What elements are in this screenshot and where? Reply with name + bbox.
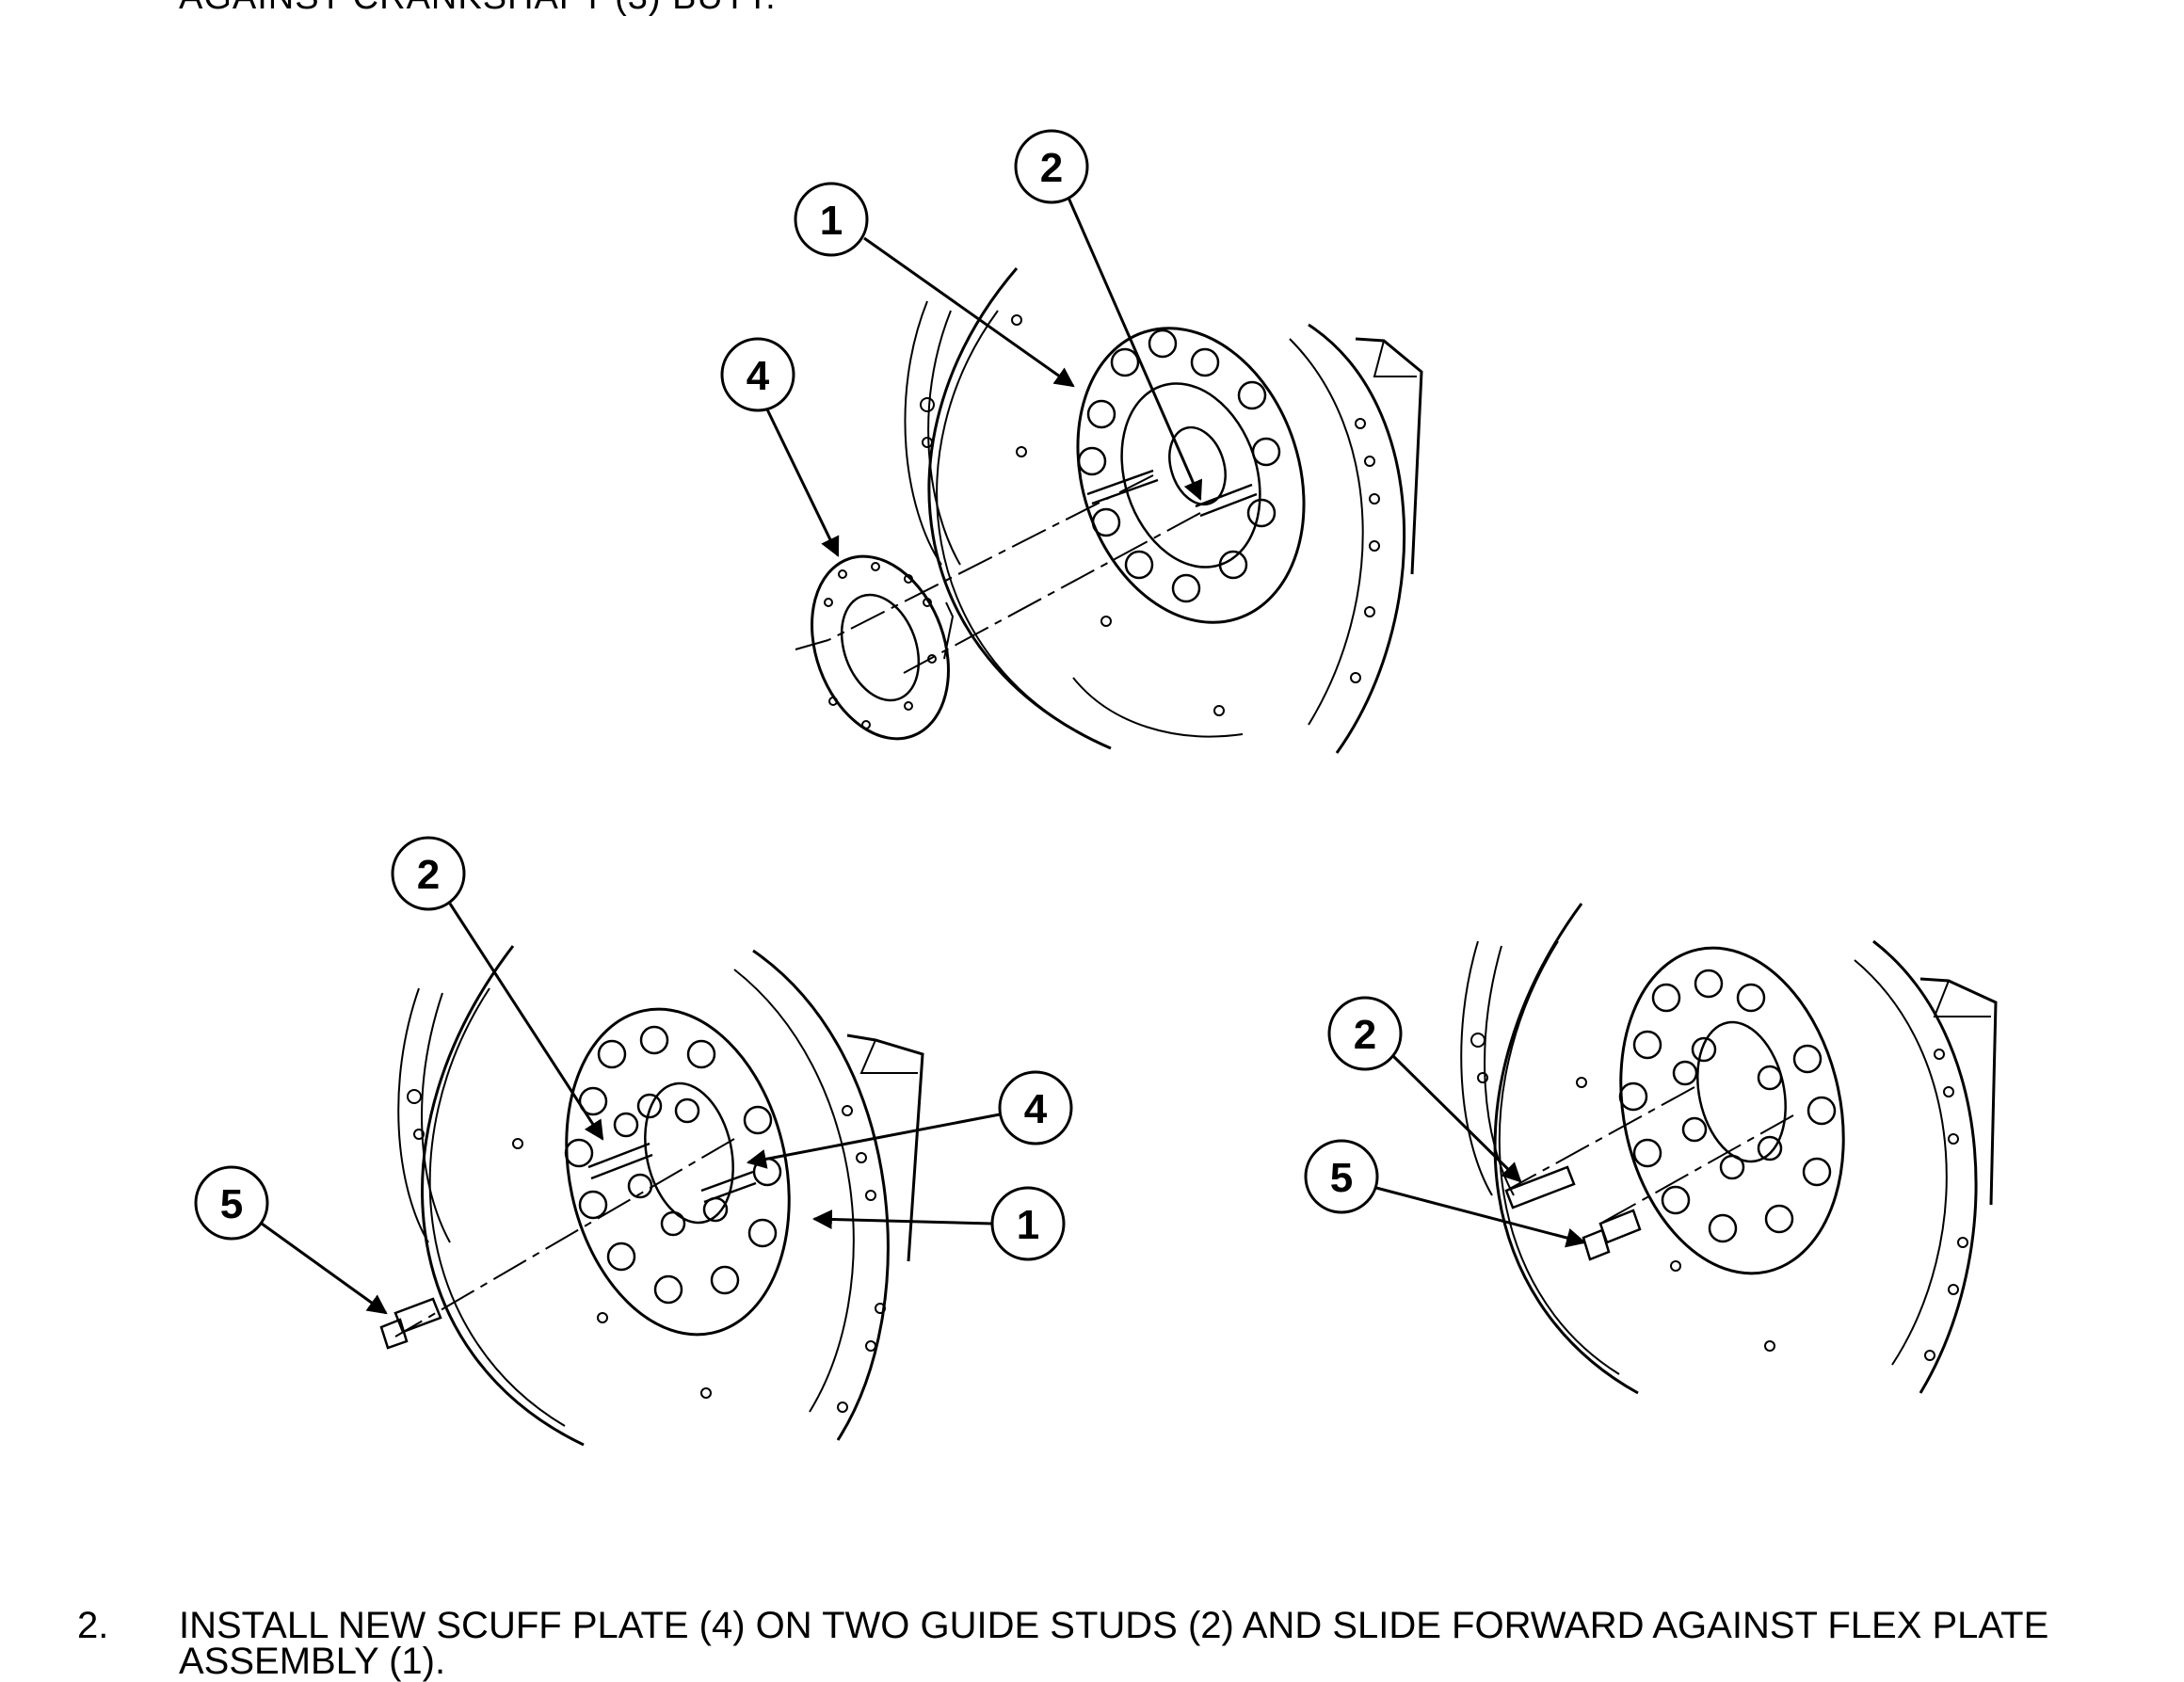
callout-label: 4 <box>747 353 770 399</box>
previous-step-fragment: AGAINST CRANKSHAFT (3) BUTT. <box>179 0 777 18</box>
callout-label: 1 <box>820 198 843 244</box>
callout-label: 2 <box>417 852 440 898</box>
figure-bottom-right <box>1460 903 1998 1395</box>
step-number: 2. <box>77 1605 109 1646</box>
callout-top-1: 1 <box>794 182 1075 388</box>
callout-label: 5 <box>1330 1155 1353 1201</box>
callout-bottom-left-2: 2 <box>391 836 604 1141</box>
callout-bottom-right-2: 2 <box>1327 996 1522 1183</box>
step-text: INSTALL NEW SCUFF PLATE (4) ON TWO GUIDE… <box>179 1605 2049 1682</box>
callout-label: 1 <box>1017 1202 1039 1248</box>
callout-label: 2 <box>1040 145 1063 191</box>
figure-bottom-left <box>379 945 924 1447</box>
callout-bottom-left-4: 4 <box>746 1070 1073 1169</box>
callout-label: 4 <box>1024 1086 1048 1132</box>
callout-top-4: 4 <box>720 337 840 557</box>
callout-bottom-right-5: 5 <box>1304 1139 1587 1248</box>
callout-top-2: 2 <box>1014 129 1203 501</box>
callout-bottom-left-1: 1 <box>811 1186 1066 1261</box>
figure-top <box>795 267 1423 754</box>
callout-label: 2 <box>1354 1012 1376 1058</box>
callout-bottom-left-5: 5 <box>194 1165 388 1315</box>
callout-label: 5 <box>220 1181 243 1227</box>
